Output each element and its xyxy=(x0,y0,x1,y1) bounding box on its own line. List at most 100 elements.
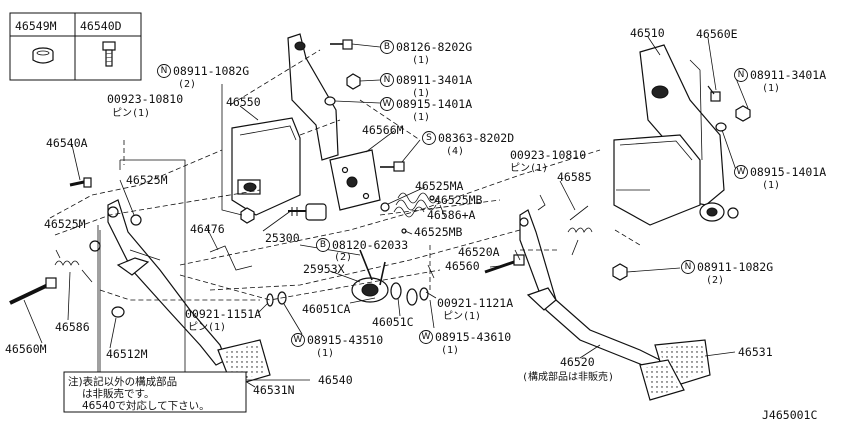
note-box: 注)表記以外の構成部品 は非販売です。 46540で対応して下さい。 xyxy=(63,371,247,413)
label-46520A: 46520A xyxy=(458,245,500,259)
label-46051C: 46051C xyxy=(372,315,414,329)
label-08911-3401A-right: 08911-3401A xyxy=(750,68,826,82)
pivot-bolt-46560 xyxy=(484,254,525,274)
nut-symbol-right: N xyxy=(734,68,748,82)
label-08911-1082G-left: 08911-1082G xyxy=(173,64,249,78)
bushing-46525M-top xyxy=(130,214,142,226)
qty-08915-43610: (1) xyxy=(441,345,459,356)
svg-text:N: N xyxy=(384,75,391,85)
label-00921-1151A: 00921-1151A xyxy=(185,307,261,321)
brake-pedal-46520 xyxy=(519,209,661,371)
label-46540A: 46540A xyxy=(46,136,88,150)
label-46525MB-a: 46525MB xyxy=(434,193,483,207)
label-46560M: 46560M xyxy=(5,342,47,356)
label-46525MA: 46525MA xyxy=(415,179,464,193)
qty-00923-10810-left: ピン(1) xyxy=(112,107,150,119)
bolt-46560E xyxy=(707,85,721,102)
label-46586A: 46586+A xyxy=(427,208,476,222)
qty-08911-1082G-right: (2) xyxy=(706,275,724,286)
label-46512M: 46512M xyxy=(106,347,148,361)
nut-08911-3401A-center xyxy=(346,73,361,90)
label-46525MB-b: 46525MB xyxy=(414,225,463,239)
svg-text:W: W xyxy=(422,332,431,342)
qty-08120-62033: (2) xyxy=(334,252,352,263)
switch-25953X xyxy=(351,249,389,303)
note-line-1: 注)表記以外の構成部品 xyxy=(68,375,177,388)
part-drawings xyxy=(9,33,751,401)
label-46531: 46531 xyxy=(738,345,773,359)
label-25300: 25300 xyxy=(265,231,300,245)
bracket-46510 xyxy=(613,44,739,226)
label-08915-1401A-center: 08915-1401A xyxy=(396,97,472,111)
label-46520-note: (構成部品は非販売) xyxy=(522,370,614,383)
svg-text:B: B xyxy=(320,240,326,250)
switch-bracket-46566M xyxy=(329,149,381,211)
bushing-46525MA xyxy=(380,202,390,212)
label-46051CA: 46051CA xyxy=(302,302,351,316)
pin-00923-right xyxy=(537,194,546,211)
nut-symbol-left: N xyxy=(157,64,171,78)
qty-00921-1151A: ピン(1) xyxy=(188,321,226,333)
drawing-id: J465001C xyxy=(762,408,817,422)
label-46525M-top: 46525M xyxy=(126,173,168,187)
label-00921-1121A: 00921-1121A xyxy=(437,296,513,310)
label-25953X: 25953X xyxy=(303,262,345,276)
qty-08911-3401A-center: (1) xyxy=(412,88,430,99)
stop-lamp-switch-25300 xyxy=(288,203,327,221)
label-46560E: 46560E xyxy=(696,27,738,41)
label-00923-10810-left: 00923-10810 xyxy=(107,92,183,106)
washer-08915-43610 xyxy=(419,287,429,301)
label-08915-43510: 08915-43510 xyxy=(307,333,383,347)
nut-symbol-center: N xyxy=(380,73,394,87)
svg-text:N: N xyxy=(161,66,168,76)
washer-08915-1401A-right xyxy=(715,122,727,132)
svg-text:B: B xyxy=(384,42,390,52)
qty-08126-8202G: (1) xyxy=(412,55,430,66)
label-46531N: 46531N xyxy=(253,383,295,397)
nut-08911-1082G-left xyxy=(240,207,255,224)
screw-symbol-08363: S xyxy=(422,131,436,145)
qty-08911-1082G-left: (2) xyxy=(178,79,196,90)
screw-08363-8202D xyxy=(380,161,405,172)
washer-symbol-43610: W xyxy=(419,330,433,344)
pin-00921-1151A xyxy=(266,293,274,307)
label-08911-1082G-right: 08911-1082G xyxy=(697,260,773,274)
svg-text:W: W xyxy=(383,99,392,109)
svg-text:S: S xyxy=(426,133,432,143)
bolt-08126-8202G xyxy=(330,39,353,50)
bolt-symbol-08120: B xyxy=(316,238,330,252)
label-08915-43610: 08915-43610 xyxy=(435,330,511,344)
spring-46585 xyxy=(567,205,593,256)
bracket-46550 xyxy=(231,33,339,216)
bushing-46525M-left xyxy=(89,240,101,252)
nut-08911-3401A-right xyxy=(735,105,751,122)
washer-symbol-center: W xyxy=(380,97,394,111)
label-08915-1401A-right: 08915-1401A xyxy=(750,165,826,179)
nut-symbol-right-lower: N xyxy=(681,260,695,274)
label-46476: 46476 xyxy=(190,222,225,236)
qty-00923-10810-right: ピン(1) xyxy=(510,162,548,174)
label-08363-8202D: 08363-8202D xyxy=(438,131,514,145)
washer-08915-1401A-center xyxy=(324,96,336,106)
label-46586: 46586 xyxy=(55,320,90,334)
label-46510: 46510 xyxy=(630,26,665,40)
grommet-icon xyxy=(32,47,54,64)
qty-08915-1401A-center: (1) xyxy=(412,112,430,123)
label-46585: 46585 xyxy=(557,170,592,184)
washer-symbol-right: W xyxy=(734,165,748,179)
rod-46476 xyxy=(209,245,253,271)
svg-text:W: W xyxy=(294,335,303,345)
label-46566M: 46566M xyxy=(362,123,404,137)
note-line-2: は非販売です。 xyxy=(82,387,154,400)
label-46525M-left: 46525M xyxy=(44,217,86,231)
legend-part-46549M: 46549M xyxy=(15,19,57,33)
label-08911-3401A-center: 08911-3401A xyxy=(396,73,472,87)
nut-46512M xyxy=(111,306,125,318)
note-line-3: 46540で対応して下さい。 xyxy=(82,399,210,412)
bolt-symbol-08126: B xyxy=(380,40,394,54)
svg-text:N: N xyxy=(685,262,692,272)
pivot-bolt-46560M xyxy=(9,277,57,305)
label-08120-62033: 08120-62033 xyxy=(332,238,408,252)
washer-symbol-43510: W xyxy=(291,333,305,347)
